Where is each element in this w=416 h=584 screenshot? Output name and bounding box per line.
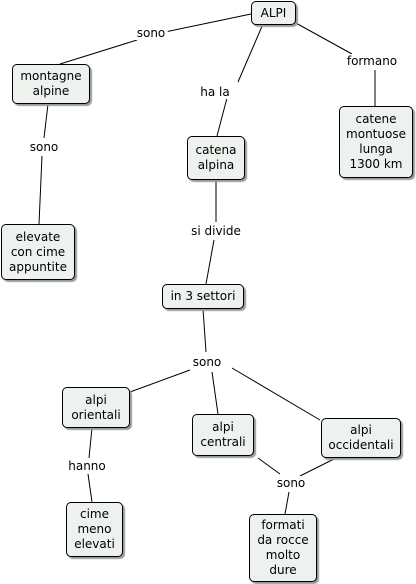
link-label-sono-2: sono [27,140,61,154]
link-label-ha-la: ha la [198,85,232,99]
link-label-formano: formano [344,54,400,68]
link-label-si-divide: si divide [189,224,243,238]
node-alpi-occidentali[interactable]: alpi occidentali [321,418,401,458]
link-label-sono-1: sono [134,26,168,40]
node-in-3-settori[interactable]: in 3 settori [162,284,244,309]
link-label-sono-4: sono [274,476,308,490]
node-alpi-centrali[interactable]: alpi centrali [192,414,254,456]
node-cime-meno-elevati[interactable]: cime meno elevati [66,502,123,557]
node-montagne-alpine[interactable]: montagne alpine [12,64,90,104]
node-alpi[interactable]: ALPI [251,1,296,25]
node-elevate-cime[interactable]: elevate con cime appuntite [1,224,75,280]
node-catene-montuose[interactable]: catene montuose lunga 1300 km [339,106,413,178]
node-alpi-orientali[interactable]: alpi orientali [62,387,130,428]
node-formati-rocce[interactable]: formati da rocce molto dure [249,514,317,582]
node-catena-alpina[interactable]: catena alpina [187,136,245,180]
link-label-hanno: hanno [66,459,108,473]
link-label-sono-3: sono [190,355,224,369]
